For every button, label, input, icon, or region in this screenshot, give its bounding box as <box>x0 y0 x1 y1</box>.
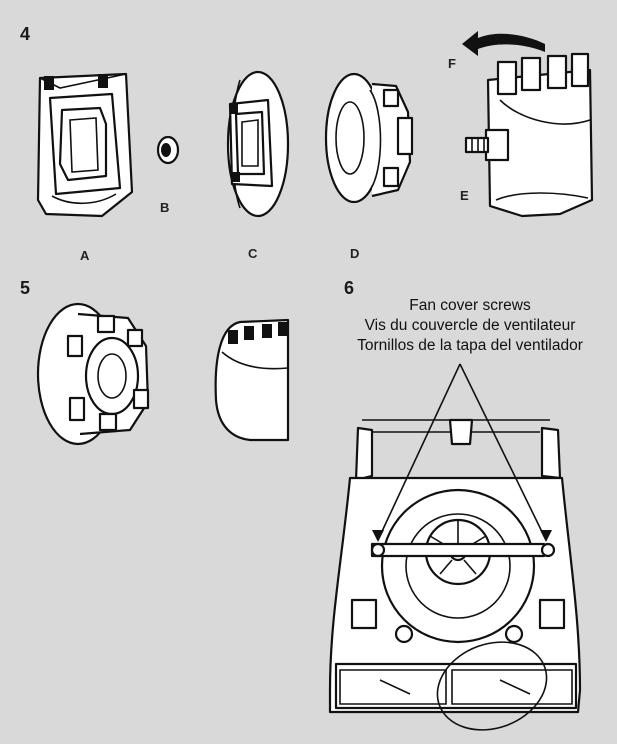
callout-spanish: Tornillos de la tapa del ventilador <box>357 337 583 354</box>
callout-french: Vis du couvercle de ventilateur <box>364 317 576 334</box>
callout-english: Fan cover screws <box>409 297 531 314</box>
rotation-arrow-icon <box>462 31 545 56</box>
part-label-a: A <box>80 248 90 263</box>
vacuum-base <box>328 418 582 731</box>
part-c-flange <box>226 70 290 218</box>
part-b-nut <box>156 135 180 165</box>
motor-end-view <box>214 318 290 442</box>
step-number-6: 6 <box>344 278 355 298</box>
step-number-5: 5 <box>20 278 31 298</box>
part-a-brush-holder <box>36 72 134 218</box>
part-label-b: B <box>160 200 170 215</box>
part-label-d: D <box>350 246 360 261</box>
assembled-ring <box>36 302 150 446</box>
step-number-4: 4 <box>20 24 31 44</box>
part-label-f: F <box>448 56 456 71</box>
part-label-e: E <box>460 188 469 203</box>
callout-leader-lines <box>372 363 552 542</box>
part-label-c: C <box>248 246 258 261</box>
motor-assembly <box>464 52 594 218</box>
fan-cover-screws-callout: Fan cover screws Vis du couvercle de ven… <box>320 296 617 356</box>
part-d-ring <box>324 72 414 204</box>
